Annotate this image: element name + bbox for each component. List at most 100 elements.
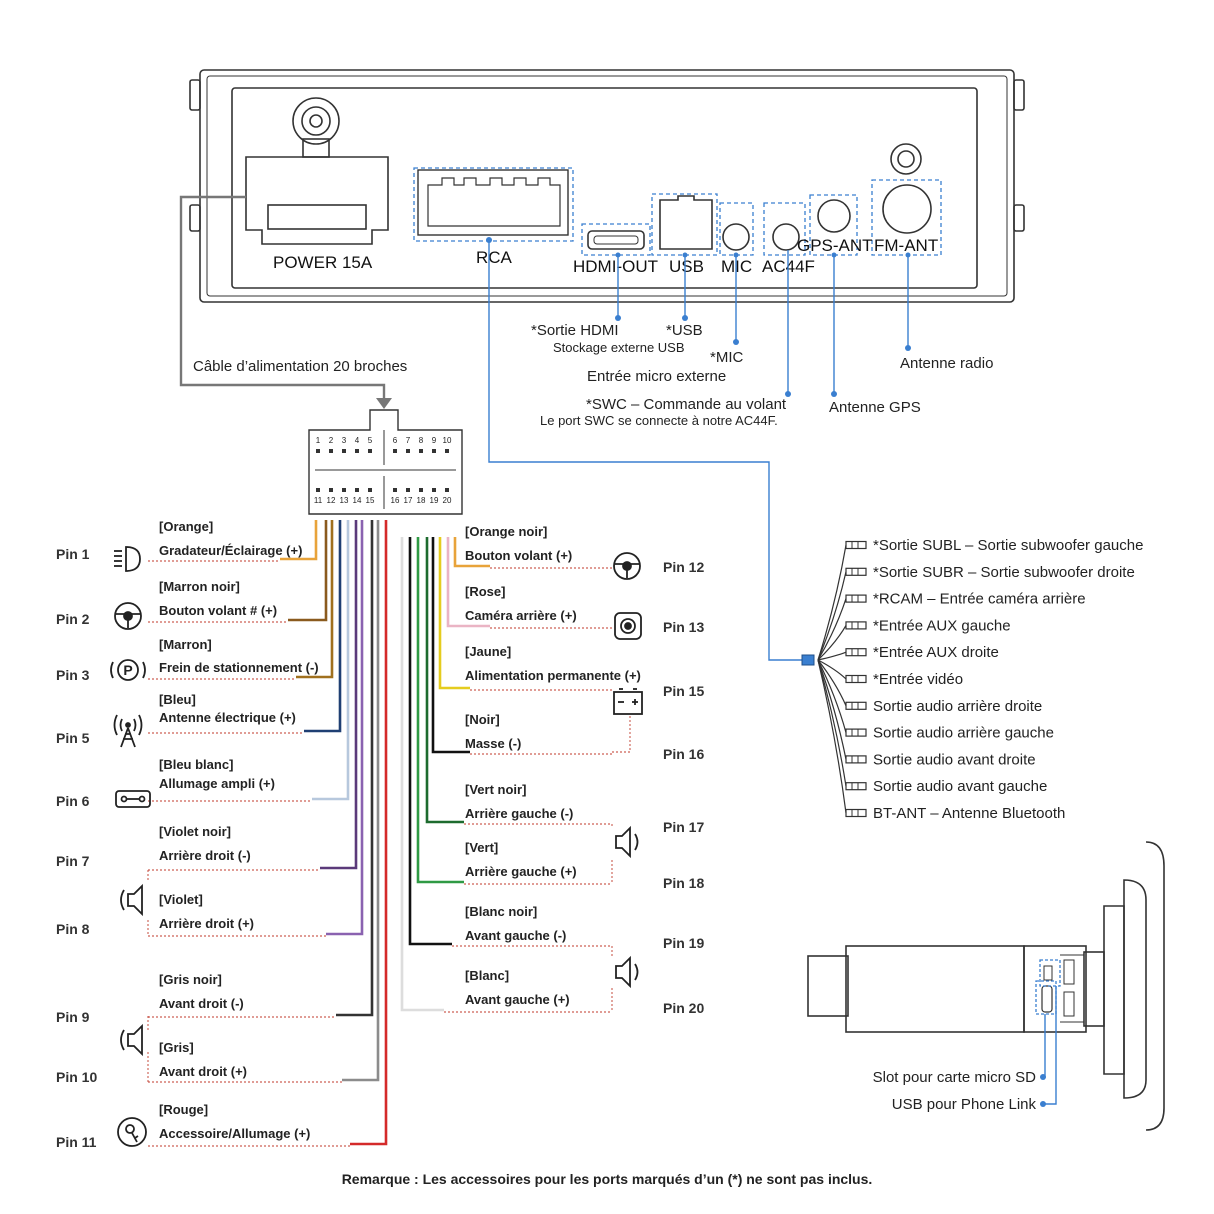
connector-pin-number: 19 xyxy=(430,496,439,505)
wire-5 xyxy=(312,520,350,801)
connector-pin-number: 9 xyxy=(432,436,437,445)
wire-function: Avant droit (+) xyxy=(159,1064,247,1079)
rca-harness: *Sortie SUBL – Sortie subwoofer gauche *S… xyxy=(801,537,1143,822)
steering-wheel-icon xyxy=(613,552,641,580)
callout-usb-sub: Stockage externe USB xyxy=(553,340,685,355)
connector-pin-contact xyxy=(406,449,410,453)
wire-14 xyxy=(438,537,470,690)
wire-color-name: [Noir] xyxy=(465,712,500,727)
pin-number-right: Pin 20 xyxy=(663,1000,704,1016)
connector-pin-number: 20 xyxy=(443,496,452,505)
pin-number-left: Pin 5 xyxy=(56,730,90,746)
battery-icon xyxy=(613,688,643,715)
wire-function: Gradateur/Éclairage (+) xyxy=(159,543,302,558)
wire-color-name: [Gris] xyxy=(159,1040,194,1055)
wire-color-name: [Blanc] xyxy=(465,968,509,983)
connector-pin-number: 2 xyxy=(329,436,334,445)
wire-color-name: [Bleu blanc] xyxy=(159,757,233,772)
pin-number-right: Pin 18 xyxy=(663,875,704,891)
wire-color-name: [Vert noir] xyxy=(465,782,526,797)
connector-pin-contact xyxy=(355,449,359,453)
rca-output-label: *RCAM – Entrée caméra arrière xyxy=(873,591,1086,608)
port-labels: POWER 15A RCA HDMI-OUT USB MIC AC44F GPS… xyxy=(273,236,938,276)
wire-function: Bouton volant # (+) xyxy=(159,603,277,618)
connector-pin-contact xyxy=(368,488,372,492)
callout-swc: *SWC – Commande au volant xyxy=(586,396,787,413)
speaker-icon xyxy=(120,1023,143,1057)
callout-usb: *USB xyxy=(666,322,703,339)
rca-output-label: *Entrée AUX droite xyxy=(873,644,999,661)
power-arrow-head xyxy=(376,398,392,409)
rca-plug xyxy=(845,808,867,818)
pin-number-left: Pin 7 xyxy=(56,853,90,869)
wire-function: Antenne électrique (+) xyxy=(159,710,296,725)
speaker-icon-r xyxy=(615,955,639,989)
rca-plug xyxy=(845,755,867,764)
wire-function: Arrière droit (+) xyxy=(159,916,254,931)
wire-function: Arrière gauche (-) xyxy=(465,806,573,821)
wire-color-name: [Gris noir] xyxy=(159,972,222,987)
rca-output-label: *Sortie SUBL – Sortie subwoofer gauche xyxy=(873,537,1143,554)
connector-pin-number: 12 xyxy=(327,496,336,505)
wire-function: Bouton volant (+) xyxy=(465,548,572,563)
port-fm-label: FM-ANT xyxy=(874,236,938,255)
connector-pin-contact xyxy=(432,449,436,453)
wire-color-name: [Orange noir] xyxy=(465,524,547,539)
pin-number-left: Pin 9 xyxy=(56,1009,90,1025)
rca-plug xyxy=(845,728,867,737)
harness-connector xyxy=(308,409,463,515)
pin-number-right: Pin 16 xyxy=(663,746,704,762)
wire-6 xyxy=(320,520,358,870)
connector-pin-number: 13 xyxy=(340,496,349,505)
parking-p-glyph: P xyxy=(123,662,132,678)
connector-pin-contact xyxy=(419,488,423,492)
connector-pin-number: 1 xyxy=(316,436,321,445)
pin-number-left: Pin 8 xyxy=(56,921,90,937)
wire-function: Avant gauche (-) xyxy=(465,928,566,943)
pin-number-left: Pin 11 xyxy=(56,1134,97,1150)
rca-plug xyxy=(845,701,867,710)
connector-pin-number: 17 xyxy=(404,496,413,505)
wire-function: Masse (-) xyxy=(465,736,521,751)
rca-output-label: *Sortie SUBR – Sortie subwoofer droite xyxy=(873,564,1135,581)
pin-number-right: Pin 19 xyxy=(663,935,704,951)
rca-cable xyxy=(817,598,847,661)
connector-pin-number: 5 xyxy=(368,436,373,445)
pin-number-left: Pin 10 xyxy=(56,1069,97,1085)
connector-pin-number: 8 xyxy=(419,436,424,445)
sd-slot-label: Slot pour carte micro SD xyxy=(873,1069,1037,1086)
wire-function: Accessoire/Allumage (+) xyxy=(159,1126,310,1141)
pins-left-group: Pin 1[Orange]Gradateur/Éclairage (+)Pin … xyxy=(56,519,350,1150)
rca-plug xyxy=(845,621,867,630)
wire-color-name: [Bleu] xyxy=(159,692,196,707)
rca-cable xyxy=(817,651,847,661)
rca-cable xyxy=(817,659,847,733)
rca-output-label: Sortie audio avant gauche xyxy=(873,778,1047,795)
pins-right-group: Pin 12[Orange noir]Bouton volant (+)Pin … xyxy=(444,524,704,1016)
wire-17 xyxy=(416,537,464,884)
connector-pin-contact xyxy=(445,449,449,453)
usb-phone-label: USB pour Phone Link xyxy=(892,1096,1037,1113)
wire-13 xyxy=(446,537,490,628)
wire-9 xyxy=(342,520,380,1082)
callout-lines xyxy=(488,240,909,661)
rca-cable xyxy=(817,659,847,787)
port-gps-label: GPS-ANT xyxy=(797,236,873,255)
camera-icon xyxy=(614,612,642,640)
callout-radio: Antenne radio xyxy=(900,355,993,372)
connector-pin-contact xyxy=(316,488,320,492)
callout-gps: Antenne GPS xyxy=(829,399,921,416)
connector-pin-contact xyxy=(329,488,333,492)
wire-function: Allumage ampli (+) xyxy=(159,776,275,791)
wire-16 xyxy=(425,537,464,824)
wire-7 xyxy=(326,520,364,936)
wire-function: Alimentation permanente (+) xyxy=(465,668,641,683)
rca-plug xyxy=(845,594,867,603)
ignition-key-icon xyxy=(117,1117,147,1147)
connector-pin-number: 15 xyxy=(366,496,375,505)
rca-cable xyxy=(817,659,847,680)
port-hdmi-label: HDMI-OUT xyxy=(573,257,658,276)
speaker-icon xyxy=(120,883,143,917)
